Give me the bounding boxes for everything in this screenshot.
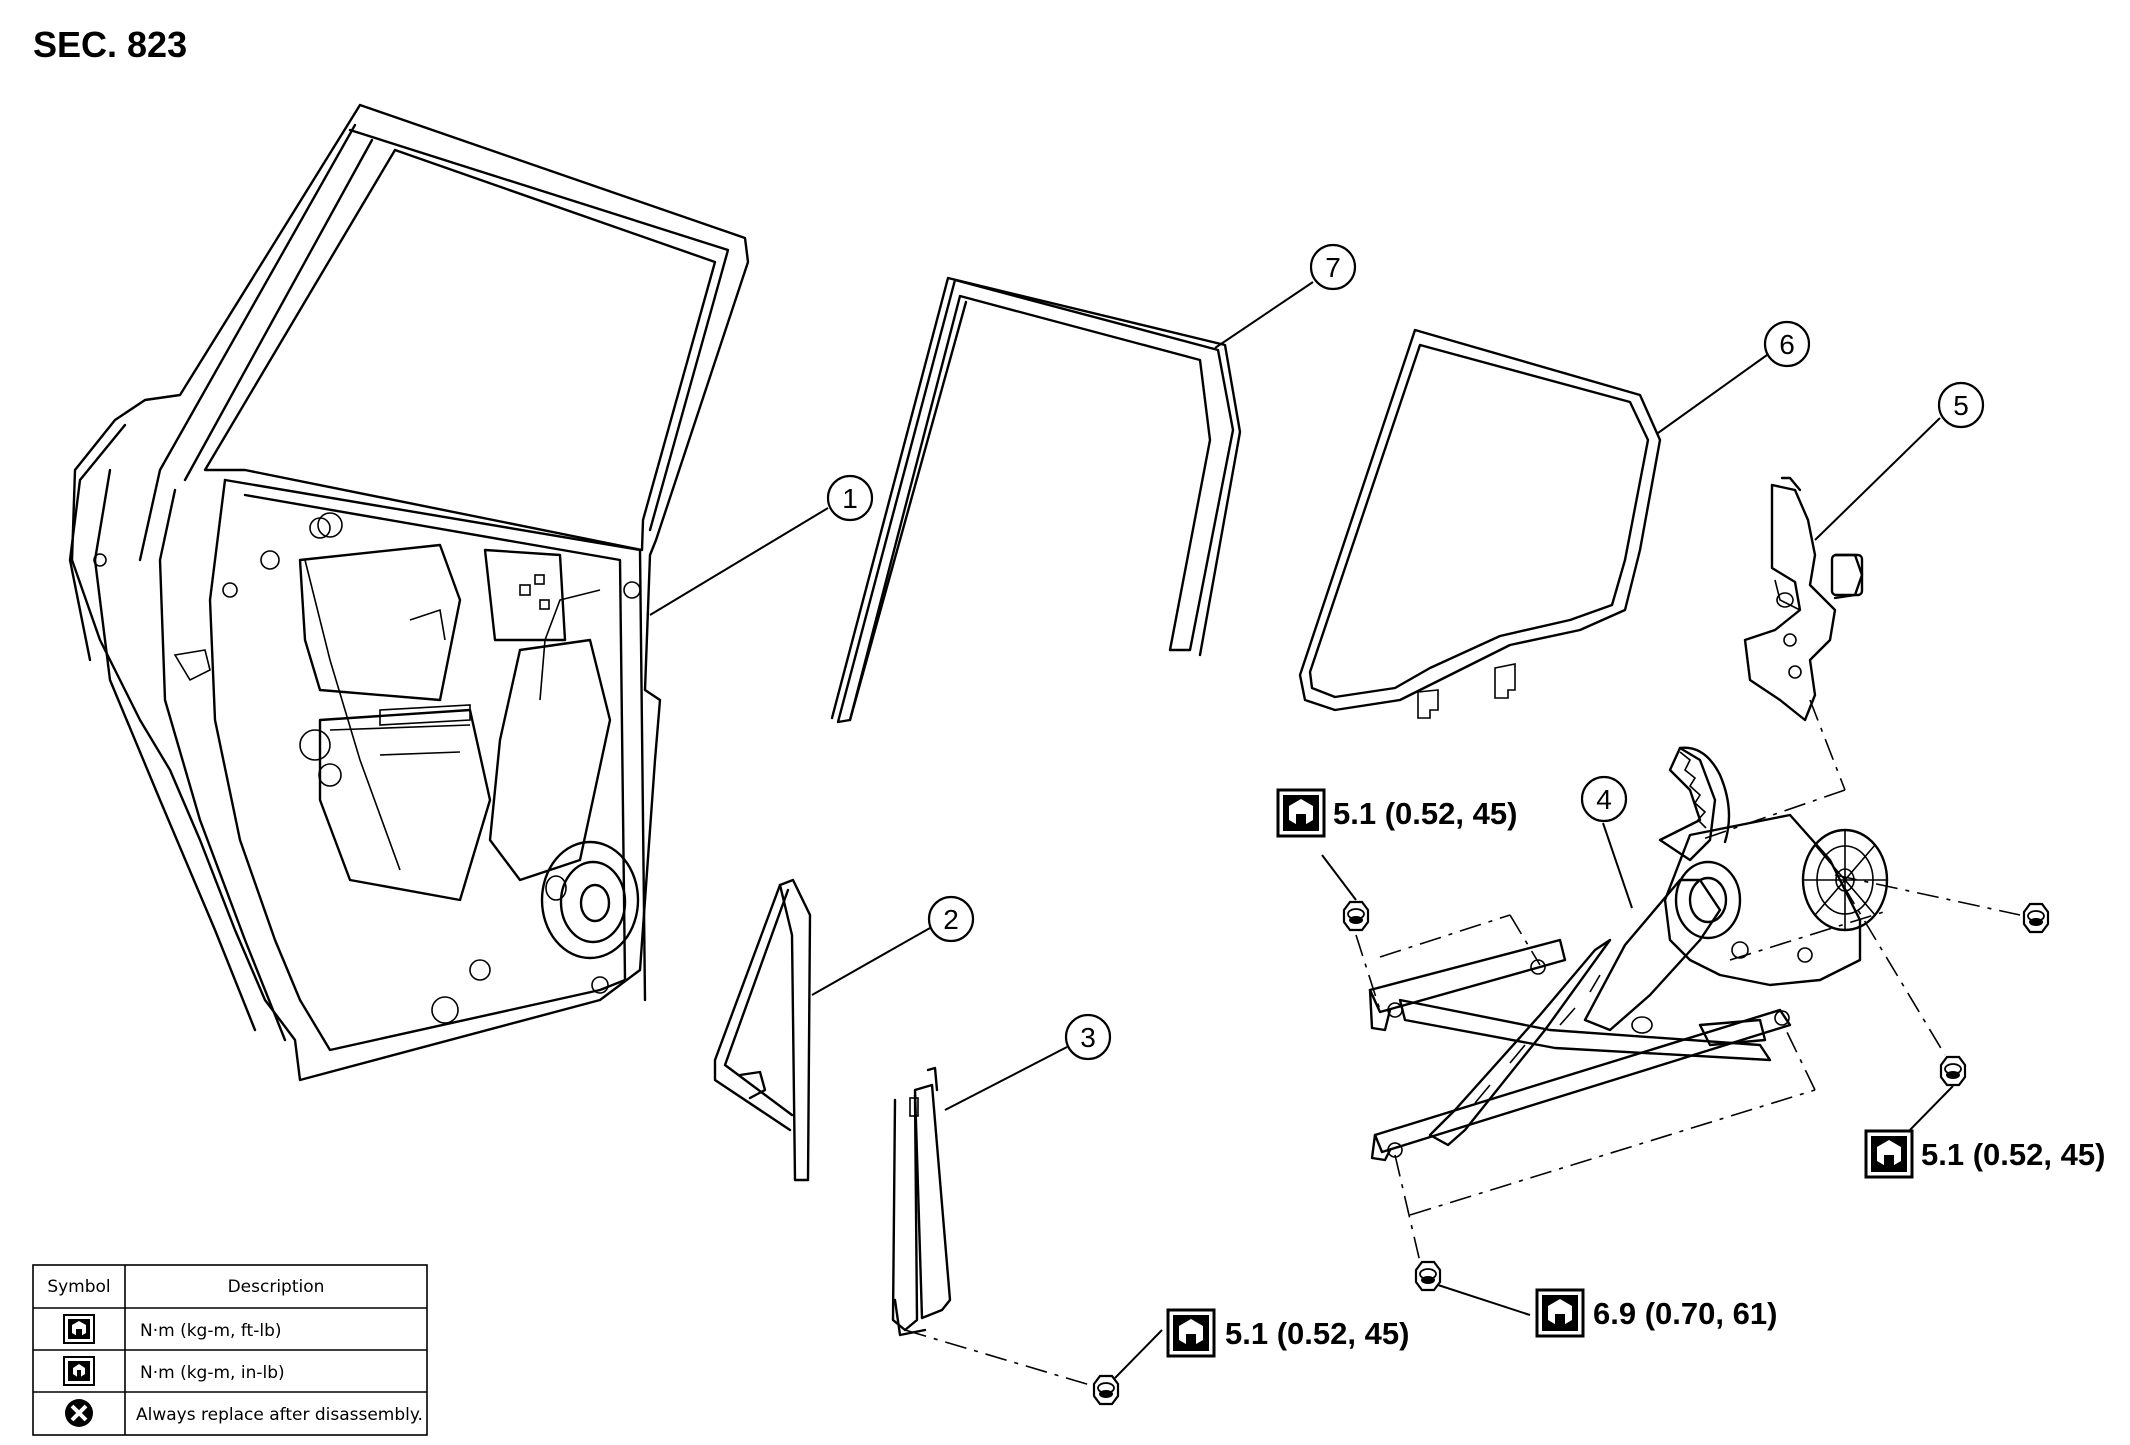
door-glass [1298, 328, 1662, 719]
rear-door-panel [68, 103, 750, 1082]
front-sash [713, 878, 812, 1182]
callout-4: 4 [1580, 775, 1628, 823]
callout-4-label: 4 [1596, 784, 1612, 815]
callout-1: 1 [826, 474, 874, 522]
torque-in-lb-icon [63, 1356, 95, 1386]
callout-5: 5 [1937, 381, 1985, 429]
legend-row-1-description: N·m (kg-m, ft-lb) [140, 1321, 282, 1341]
callout-3: 3 [1064, 1013, 1112, 1061]
callout-5-label: 5 [1953, 390, 1969, 421]
callout-2: 2 [927, 895, 975, 943]
torque-value: 5.1 (0.52, 45) [1225, 1316, 1409, 1351]
callout-7-label: 7 [1325, 252, 1341, 283]
legend-header-description: Description [228, 1277, 325, 1297]
torque-value: 5.1 (0.52, 45) [1921, 1137, 2105, 1172]
callout-6: 6 [1763, 320, 1811, 368]
callout-1-label: 1 [842, 483, 858, 514]
torque-spec-lower-right: 5.1 (0.52, 45) [1864, 1129, 2105, 1179]
section-title: SEC. 823 [33, 24, 187, 65]
torque-spec-lower-rail: 6.9 (0.70, 61) [1535, 1288, 1777, 1338]
torque-ft-lb-icon [63, 1314, 95, 1344]
callout-2-label: 2 [943, 904, 959, 935]
replace-icon [65, 1399, 93, 1427]
torque-wrench-icon [1276, 788, 1326, 838]
window-regulator [1368, 746, 1889, 1162]
torque-spec-rear-sash: 5.1 (0.52, 45) [1166, 1308, 1409, 1358]
torque-wrench-icon [1535, 1288, 1585, 1338]
torque-wrench-icon [1166, 1308, 1216, 1358]
legend-table: Symbol Description N·m (kg-m, ft-lb) N·m… [32, 1264, 428, 1436]
bolt-motor [2022, 902, 2050, 934]
alignment-lines [904, 699, 2021, 1386]
torque-value: 6.9 (0.70, 61) [1593, 1296, 1777, 1331]
legend-row-2-description: N·m (kg-m, in-lb) [140, 1363, 285, 1383]
bolt-upper-left [1342, 900, 1370, 932]
legend-header-symbol: Symbol [47, 1277, 110, 1297]
glass-run-rubber [830, 276, 1242, 724]
bolt-lower-right [1939, 1055, 1967, 1087]
callout-3-label: 3 [1080, 1022, 1096, 1053]
bolt-rear-sash [1092, 1374, 1120, 1406]
regulator-motor [1743, 476, 1864, 722]
callout-6-label: 6 [1779, 329, 1795, 360]
torque-value: 5.1 (0.52, 45) [1333, 796, 1517, 831]
leader-lines [649, 281, 1954, 1379]
torque-wrench-icon [1864, 1129, 1914, 1179]
torque-spec-upper-left: 5.1 (0.52, 45) [1276, 788, 1517, 838]
rear-sash [891, 1066, 952, 1337]
callout-7: 7 [1309, 243, 1357, 291]
bolt-lower-rail [1414, 1260, 1442, 1292]
legend-row-3-description: Always replace after disassembly. [136, 1405, 423, 1425]
